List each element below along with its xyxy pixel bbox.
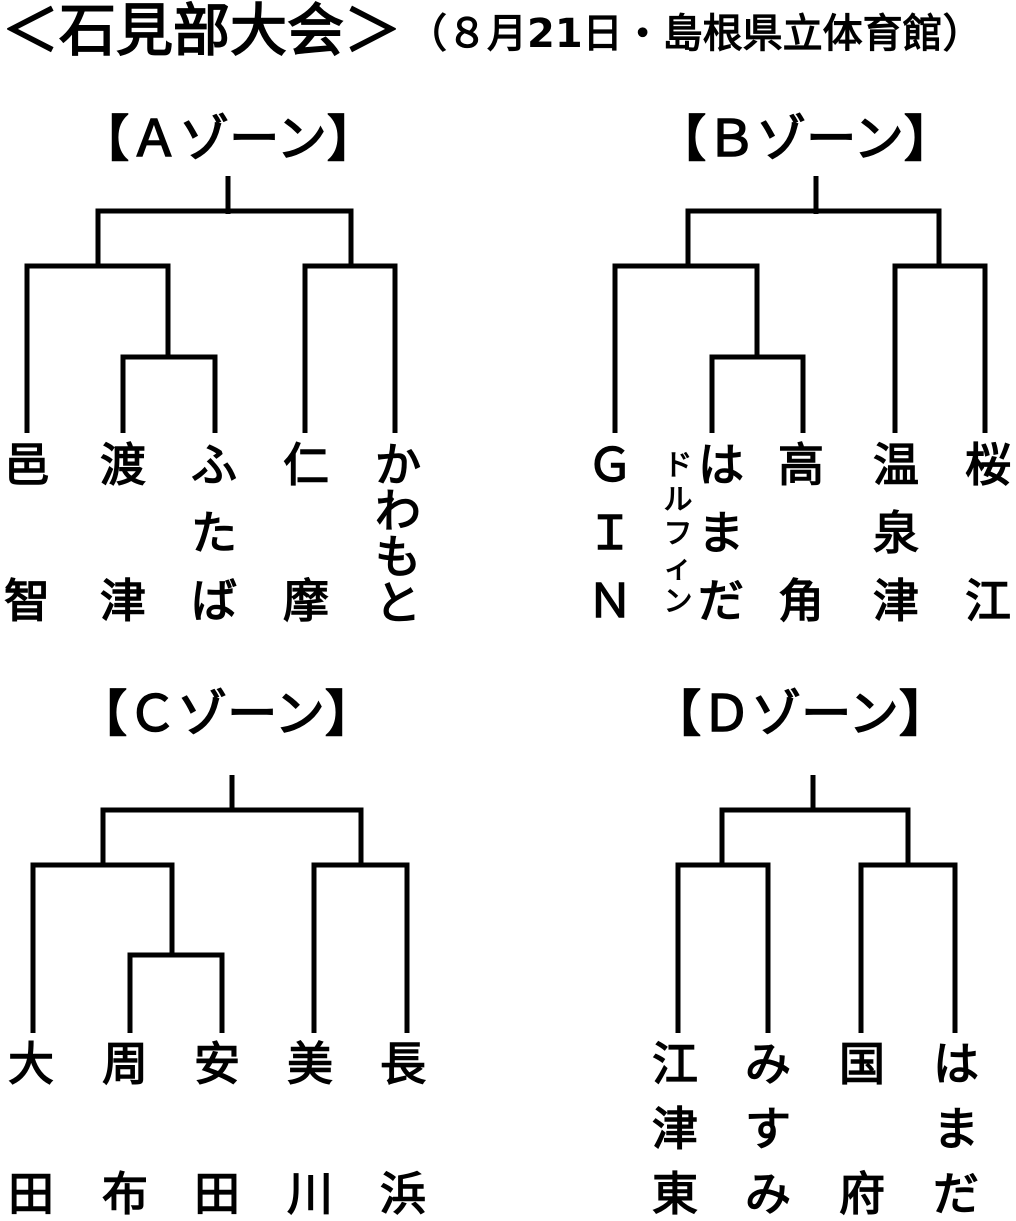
team-kokufu: 国府 [838, 1041, 886, 1217]
team-hamada: はまだ [932, 1041, 980, 1217]
team-name-char: 渡 [100, 438, 146, 492]
team-name-char: ド [663, 448, 693, 482]
team-name-char: と [375, 576, 421, 630]
zone-b-right-semi-line [892, 263, 988, 433]
team-name-char: 田 [8, 1167, 54, 1221]
zone-a-label: 【Ａゾーン】 [79, 110, 377, 168]
team-hamada-dolphin: はまだ [697, 442, 745, 624]
zone-a-final-line [95, 208, 354, 268]
zone-c-final-line [100, 807, 364, 867]
team-name-char: は [698, 438, 744, 492]
team-name-char: 長 [380, 1037, 426, 1091]
team-name-char: 津 [873, 574, 919, 628]
zone-d-left-match-line [675, 862, 771, 1033]
zone-a-left-semi-line [24, 263, 171, 433]
team-name-char: か [375, 438, 421, 492]
team-name-char: 津 [652, 1102, 698, 1156]
zone-d-right-match-line [858, 862, 958, 1033]
zone-d-label: 【Ｄゾーン】 [651, 685, 949, 743]
team-nima: 仁摩 [282, 442, 330, 624]
team-name-char: だ [933, 1167, 979, 1221]
team-name-char: 国 [839, 1037, 885, 1091]
team-yunotsu: 温泉津 [872, 442, 920, 624]
team-name-char: 美 [287, 1037, 333, 1091]
team-name-char: 東 [652, 1167, 698, 1221]
team-name-char: 布 [102, 1167, 148, 1221]
team-name-char: た [191, 506, 237, 560]
team-name-char: 泉 [873, 506, 919, 560]
team-name-char: 江 [965, 574, 1011, 628]
team-name-char: Ｇ [587, 438, 633, 492]
team-name-char: 田 [194, 1167, 240, 1221]
team-name-char: 温 [873, 438, 919, 492]
team-sakurae: 桜江 [964, 442, 1012, 624]
team-name-char: ふ [191, 438, 237, 492]
zone-d-final-line [719, 807, 911, 867]
team-name-char: 智 [4, 574, 50, 628]
team-name-char: み [745, 1167, 791, 1221]
team-name-char: 角 [778, 574, 824, 628]
tournament-date-venue: （８月21日・島根県立体育館） [407, 11, 983, 57]
team-hamada-dolphin-side: ドルフィン [662, 450, 694, 617]
team-name-char: ま [933, 1102, 979, 1156]
team-name-char: ま [698, 506, 744, 560]
team-name-char: 仁 [283, 438, 329, 492]
team-name-char: も [375, 530, 421, 584]
team-name-char: ば [191, 574, 237, 628]
team-name-char: だ [698, 574, 744, 628]
team-name-char: 大 [8, 1037, 54, 1091]
team-kawamoto: かわもと [374, 438, 422, 630]
team-name-char: 浜 [380, 1167, 426, 1221]
team-name-char: 邑 [4, 438, 50, 492]
team-misumi: みすみ [744, 1041, 792, 1217]
page-title: ＜石見部大会＞ （８月21日・島根県立体育館） [2, 0, 983, 62]
team-nagahama: 長浜 [379, 1041, 427, 1217]
team-name-char: 津 [100, 574, 146, 628]
team-name-char: 府 [839, 1167, 885, 1221]
team-name-char: す [745, 1102, 791, 1156]
team-name-char: ン [663, 584, 693, 618]
zone-b-final-line [685, 208, 942, 268]
zone-c-right-semi-line [311, 862, 410, 1033]
team-name-char: 安 [194, 1037, 240, 1091]
team-name-char: 周 [102, 1037, 148, 1091]
team-gotsu-higashi: 江津東 [651, 1041, 699, 1217]
team-ochi: 邑智 [3, 442, 51, 624]
zone-a-prelim-line [120, 354, 218, 433]
team-name-char: 摩 [283, 574, 329, 628]
zone-b-prelim-line [709, 354, 806, 433]
zone-a-right-semi-line [302, 263, 398, 433]
team-name-char: は [933, 1037, 979, 1091]
zone-c-prelim-line [127, 952, 225, 1033]
zone-b-label: 【Ｂゾーン】 [656, 110, 954, 168]
zone-c-left-semi-line [30, 862, 175, 1033]
tournament-title: ＜石見部大会＞ [2, 0, 401, 64]
team-name-char: 川 [287, 1167, 333, 1221]
team-watazu: 渡津 [99, 442, 147, 624]
team-takatsuno: 高角 [777, 442, 825, 624]
team-name-char: 高 [778, 438, 824, 492]
team-name-char: わ [375, 484, 421, 538]
zone-b-left-semi-line [612, 263, 760, 433]
team-sufu: 周布 [101, 1041, 149, 1217]
team-name-char: ィ [663, 550, 693, 584]
team-mikawa: 美川 [286, 1041, 334, 1217]
team-name-char: 江 [652, 1037, 698, 1091]
team-yasuda: 安田 [193, 1041, 241, 1217]
team-name-char: Ｎ [587, 574, 633, 628]
team-name-char: Ｉ [587, 506, 633, 560]
team-name-char: ル [663, 482, 693, 516]
team-futaba: ふたば [190, 442, 238, 624]
team-name-char: フ [663, 516, 693, 550]
team-name-char: み [745, 1037, 791, 1091]
team-name-char: 桜 [965, 438, 1011, 492]
team-oda: 大田 [7, 1041, 55, 1217]
zone-c-label: 【Ｃゾーン】 [77, 685, 375, 743]
